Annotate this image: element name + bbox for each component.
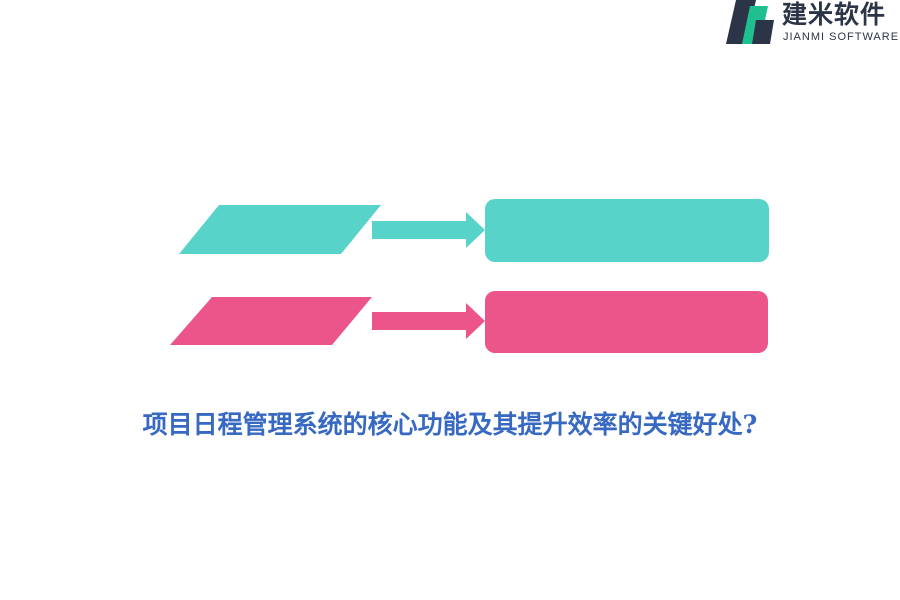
parallelogram-shape-teal: [179, 205, 381, 254]
brand-logo-icon: [726, 0, 774, 44]
brand-logo: 建米软件 JIANMI SOFTWARE: [726, 0, 900, 48]
brand-name-en: JIANMI SOFTWARE: [783, 31, 900, 43]
parallelogram-shape-pink: [170, 297, 372, 345]
page-title: 项目日程管理系统的核心功能及其提升效率的关键好处?: [142, 410, 758, 439]
rounded-box-teal: [485, 199, 769, 262]
arrow-right-teal: [372, 212, 485, 248]
arrow-right-pink: [372, 303, 485, 339]
brand-name-cn: 建米软件: [782, 0, 887, 29]
rounded-box-pink: [485, 291, 768, 353]
